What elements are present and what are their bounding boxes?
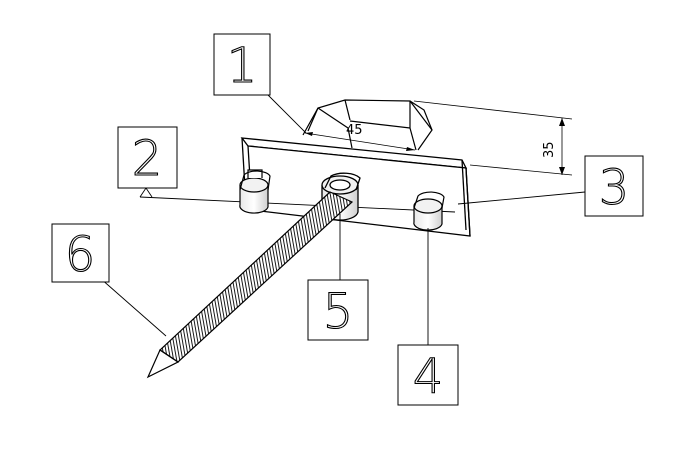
dimension-35: [413, 100, 573, 176]
leader-line-1: [267, 94, 307, 134]
callout-box-3: 3: [584, 155, 644, 217]
dimension-35-label: 35: [542, 141, 557, 158]
callout-label-6: 6: [65, 227, 96, 283]
callout-box-2: 2: [117, 126, 178, 189]
callout-label-3: 3: [599, 160, 630, 216]
leader-line-3: [457, 191, 586, 205]
callout-label-4: 4: [413, 349, 444, 405]
callout-box-1: 1: [213, 33, 271, 96]
right-stud: [413, 191, 445, 231]
threaded-rod: [146, 191, 354, 379]
callout-label-2: 2: [132, 131, 163, 187]
dimension-45-label: 45: [346, 123, 363, 138]
callout-label-1: 1: [227, 38, 258, 94]
callout-label-5: 5: [323, 284, 354, 340]
callout-box-4: 4: [397, 344, 459, 406]
bracket-part: [302, 99, 433, 151]
leader-line-6: [99, 277, 167, 337]
dimension-45: [304, 132, 416, 151]
callout-box-5: 5: [307, 279, 369, 341]
callout-box-6: 6: [51, 223, 110, 284]
left-stud: [239, 169, 271, 214]
leader-lines: [99, 94, 586, 345]
